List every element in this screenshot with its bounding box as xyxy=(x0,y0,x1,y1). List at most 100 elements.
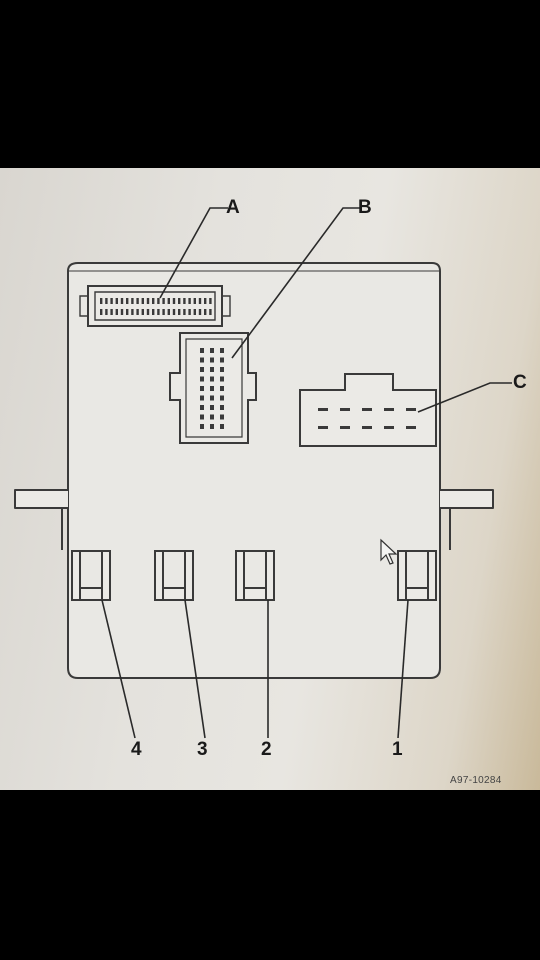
pin xyxy=(120,298,124,304)
pin xyxy=(362,426,372,429)
connector-b-pins xyxy=(200,348,224,429)
pin xyxy=(210,386,214,391)
pin xyxy=(340,408,350,411)
pin xyxy=(384,426,394,429)
pin xyxy=(146,298,150,304)
pin xyxy=(200,414,204,420)
pin xyxy=(115,309,118,315)
pin xyxy=(120,309,124,315)
pin xyxy=(183,309,186,315)
clip-2 xyxy=(235,550,275,601)
leader-c xyxy=(417,382,512,413)
pin xyxy=(126,298,129,304)
connector-a-pins xyxy=(100,298,212,315)
pin xyxy=(162,309,165,315)
pin xyxy=(220,395,224,401)
pin xyxy=(162,298,165,304)
pin xyxy=(200,348,204,353)
pin xyxy=(210,376,214,382)
pin xyxy=(210,348,214,353)
leader-1 xyxy=(397,599,409,739)
callout-4: 4 xyxy=(131,739,142,760)
pin xyxy=(220,357,224,363)
pin xyxy=(220,405,224,410)
pin xyxy=(141,298,144,304)
pin xyxy=(209,309,212,315)
pin xyxy=(200,376,204,382)
pin xyxy=(126,309,129,315)
pin xyxy=(318,426,328,429)
leader-a xyxy=(159,207,228,299)
pin xyxy=(100,298,103,304)
diagram-photo: A B C 4 3 2 1 A97-10284 xyxy=(0,168,540,790)
pin xyxy=(200,357,204,363)
clip-3 xyxy=(154,550,194,601)
pin xyxy=(210,405,214,410)
pin xyxy=(172,298,176,304)
pin xyxy=(141,309,144,315)
pin xyxy=(200,405,204,410)
callout-b: B xyxy=(358,197,372,218)
pin xyxy=(210,414,214,420)
pin xyxy=(200,424,204,429)
pin xyxy=(220,367,224,372)
leader-4 xyxy=(101,599,136,739)
clip-1 xyxy=(397,550,437,601)
pin xyxy=(318,408,328,411)
pin xyxy=(210,357,214,363)
figure-code: A97-10284 xyxy=(450,775,502,786)
pin xyxy=(193,309,196,315)
pin xyxy=(183,298,186,304)
cursor-icon xyxy=(380,538,398,565)
pin xyxy=(204,298,207,304)
pin xyxy=(193,298,196,304)
leader-b xyxy=(231,207,360,359)
pin xyxy=(167,309,170,315)
pin xyxy=(220,376,224,382)
pin xyxy=(188,309,191,315)
callout-3: 3 xyxy=(197,739,208,760)
pin xyxy=(157,309,160,315)
pin xyxy=(110,298,113,304)
pin xyxy=(188,298,191,304)
pin xyxy=(362,408,372,411)
callout-a: A xyxy=(226,197,240,218)
pin xyxy=(178,298,181,304)
pin xyxy=(220,424,224,429)
pin xyxy=(172,309,176,315)
pin xyxy=(152,309,155,315)
pin xyxy=(220,348,224,353)
callout-2: 2 xyxy=(261,739,272,760)
pin xyxy=(384,408,394,411)
pin xyxy=(200,395,204,401)
pin xyxy=(340,426,350,429)
callout-1: 1 xyxy=(392,739,403,760)
pin xyxy=(100,309,103,315)
pin xyxy=(210,395,214,401)
pin xyxy=(136,298,139,304)
pin xyxy=(220,414,224,420)
control-unit-diagram xyxy=(14,207,512,739)
pin xyxy=(131,298,134,304)
housing-ledge xyxy=(61,508,451,550)
pin xyxy=(105,309,108,315)
mounting-tab-left xyxy=(14,489,68,509)
pin xyxy=(200,386,204,391)
clip-4 xyxy=(71,550,111,601)
pin xyxy=(406,408,416,411)
pin xyxy=(220,386,224,391)
pin xyxy=(131,309,134,315)
pin xyxy=(167,298,170,304)
pin xyxy=(198,298,202,304)
pin xyxy=(198,309,202,315)
pin xyxy=(178,309,181,315)
pin xyxy=(110,309,113,315)
pin xyxy=(210,424,214,429)
connector-a xyxy=(79,285,231,327)
mounting-tab-right xyxy=(440,489,494,509)
leader-3 xyxy=(184,599,206,739)
pin xyxy=(136,309,139,315)
pin xyxy=(209,298,212,304)
pin xyxy=(157,298,160,304)
callout-c: C xyxy=(513,372,527,393)
